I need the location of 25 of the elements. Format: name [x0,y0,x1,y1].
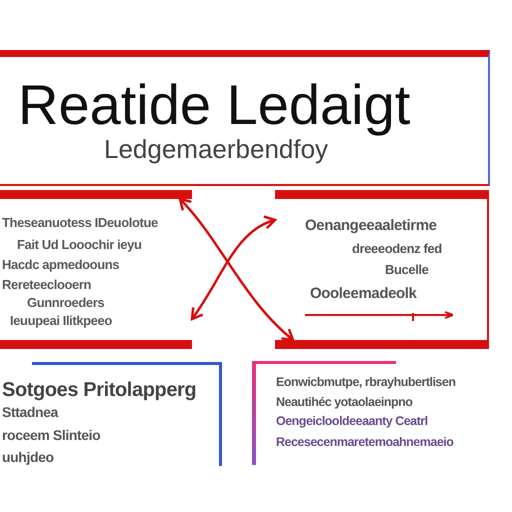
body-text: Rereteeclooern [2,278,92,291]
title-box [0,50,490,186]
body-text: Theseanuotess IDeuolotue [2,216,158,229]
subtitle-text: Ledgemaerbendfoy [104,136,328,162]
curved-arrow [190,216,276,320]
body-text: roceem Slinteio [2,428,100,442]
heading-text: Sotgoes Pritolapperg [2,380,196,400]
body-text: Neautihéc yotaolaeinpno [276,396,412,408]
body-text: Fait Ud Looochir ieyu [17,238,142,251]
body-text: dreeeodenz fed [352,242,442,255]
text-box [0,190,192,349]
body-text: Gunnroeders [27,296,104,309]
body-text: Ieuupeai Ilitkpeeo [10,314,112,327]
text-box [275,190,489,349]
body-text: Sttadnea [2,405,58,419]
body-text: Oenangeeaaletirme [305,218,437,233]
body-text: Recesecenmaretemoahnemaeio [276,436,454,448]
body-text: uuhjdeo [2,450,54,464]
body-text: Oengeiclooldeeaanty Ceatrl [276,415,428,428]
curved-arrow [178,198,294,342]
body-text: Oooleemadeolk [310,286,417,301]
body-text: Hacdc apmedoouns [2,258,120,271]
text-box [0,362,222,466]
body-text: Eonwicbmutpe, rbrayhubertlisen [276,376,456,388]
body-text: Bucelle [385,263,428,276]
